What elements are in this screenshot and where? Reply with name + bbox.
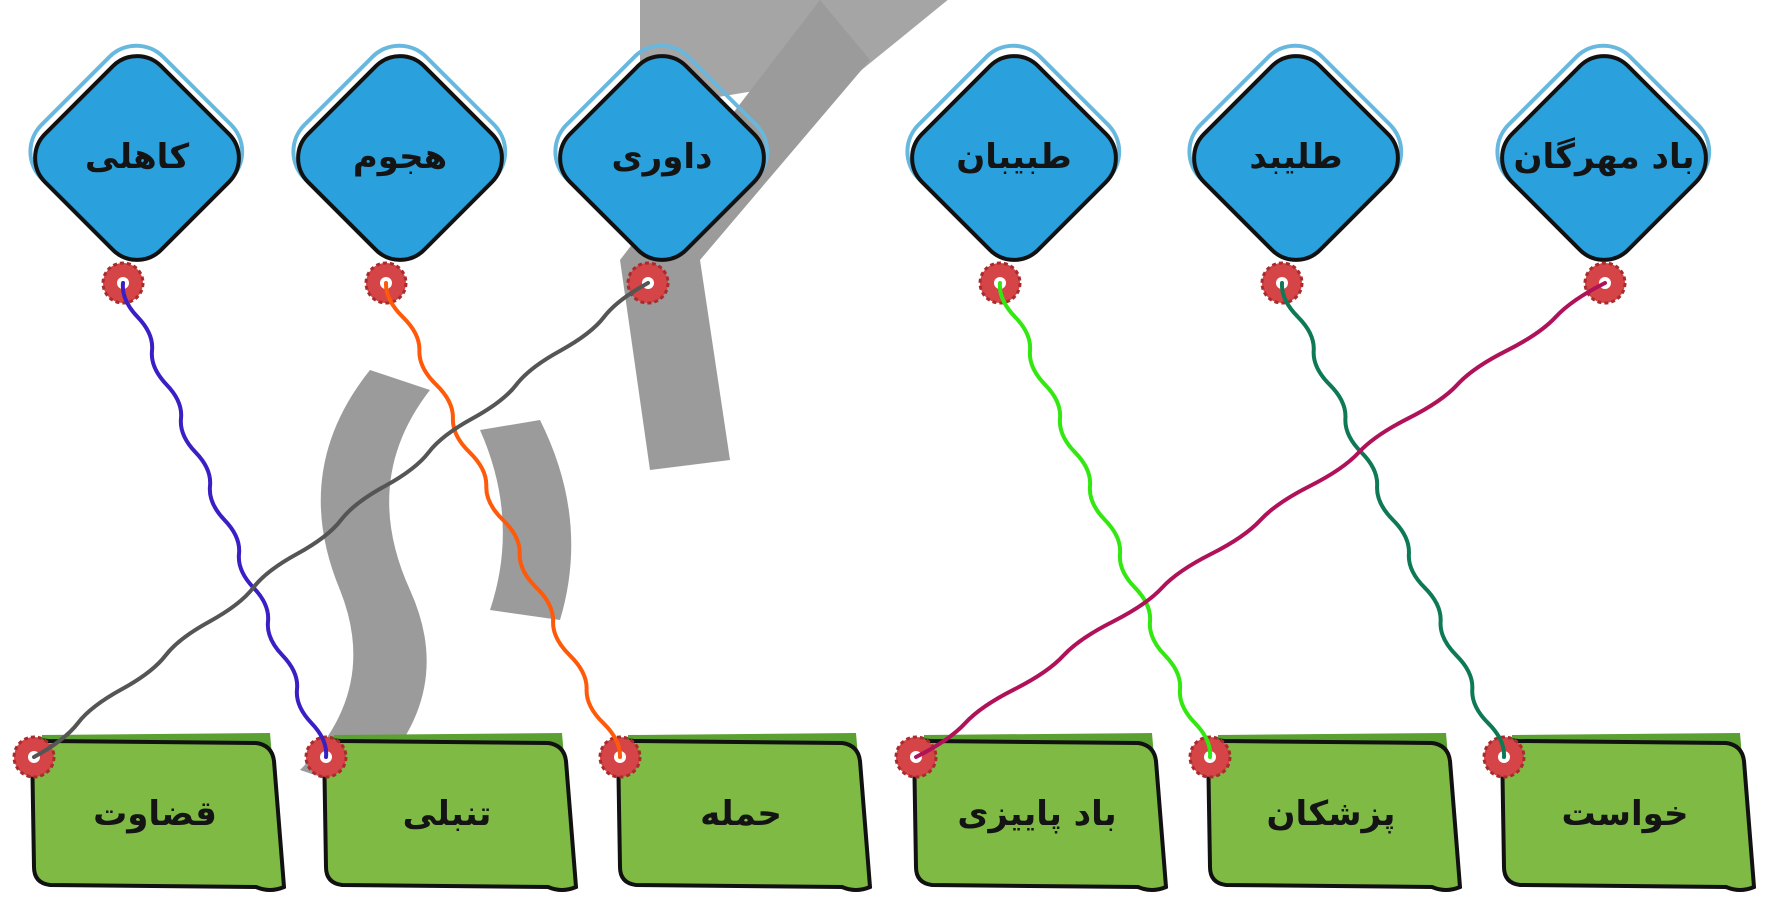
bottom-item-label: تنبلی [403, 794, 492, 834]
connection-line-t4-b5 [997, 281, 1213, 759]
top-item-6[interactable]: باد مهرگان [1482, 30, 1725, 305]
bottom-item-label: قضاوت [93, 794, 217, 834]
top-item-3[interactable]: داوری [540, 30, 783, 305]
diamond-shape [33, 54, 241, 262]
diamond-shape [558, 54, 766, 262]
bottom-item-label: خواست [1562, 794, 1689, 834]
connection-lines [32, 281, 1607, 759]
bottom-item-label: پزشکان [1267, 794, 1396, 834]
bottom-item-1[interactable]: قضاوت [12, 733, 287, 892]
connection-line-t6-b4 [914, 281, 1607, 759]
top-item-label: داوری [612, 137, 713, 177]
diamond-shape [1500, 54, 1708, 262]
diamond-shape [910, 54, 1118, 262]
connection-line-t3-b1 [32, 281, 650, 759]
top-item-5[interactable]: طلیبد [1174, 30, 1417, 305]
watermark-logo [300, 0, 948, 790]
bottom-item-3[interactable]: حمله [598, 733, 873, 892]
bottom-item-2[interactable]: تنبلی [304, 733, 579, 892]
top-item-1[interactable]: کاهلی [15, 30, 258, 305]
diamond-shape [296, 54, 504, 262]
bottom-item-label: باد پاییزی [957, 794, 1116, 834]
diamond-shape [1192, 54, 1400, 262]
bottom-item-4[interactable]: باد پاییزی [894, 733, 1169, 892]
top-item-label: طبیبان [956, 137, 1071, 177]
top-item-label: باد مهرگان [1513, 137, 1694, 177]
bottom-item-label: حمله [700, 794, 782, 834]
top-item-2[interactable]: هجوم [278, 30, 521, 305]
bottom-item-6[interactable]: خواست [1482, 733, 1757, 892]
top-item-4[interactable]: طبیبان [892, 30, 1135, 305]
top-item-label: هجوم [353, 137, 447, 177]
connection-line-t1-b2 [120, 281, 329, 759]
connection-line-t2-b3 [383, 281, 623, 759]
top-item-label: طلیبد [1249, 137, 1342, 177]
bottom-item-5[interactable]: پزشکان [1188, 733, 1463, 892]
top-item-label: کاهلی [85, 137, 190, 177]
connection-line-t5-b6 [1279, 281, 1507, 759]
